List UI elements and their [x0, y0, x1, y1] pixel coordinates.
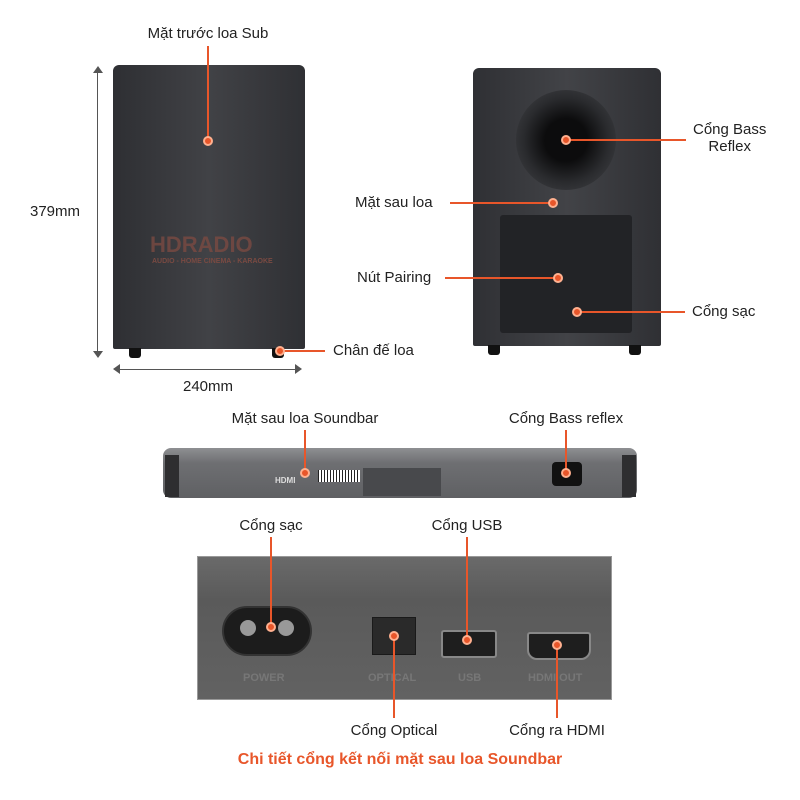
subwoofer-front — [113, 65, 305, 349]
sub-foot — [629, 345, 641, 355]
callout-line — [281, 350, 325, 352]
sub-foot — [488, 345, 500, 355]
watermark-logo: HDRADIO — [150, 232, 253, 257]
print-usb: USB — [458, 672, 482, 684]
callout-line — [304, 430, 306, 473]
callout-line — [577, 311, 685, 313]
power-port — [222, 606, 312, 656]
arrow-up-icon — [93, 66, 103, 73]
caption: Chi tiết cổng kết nối mặt sau loa Soundb… — [237, 751, 563, 768]
arrow-right-icon — [295, 364, 302, 374]
callout-dot — [548, 198, 558, 208]
callout-line — [565, 430, 567, 473]
soundbar-grille-left — [165, 455, 179, 497]
soundbar-grille-right — [622, 455, 636, 497]
rear-panel — [500, 215, 632, 333]
callout-line — [566, 139, 686, 141]
callout-dot — [275, 346, 285, 356]
label-usb: Cổng USB — [431, 517, 503, 534]
label-height: 379mm — [30, 203, 81, 220]
callout-line — [445, 277, 558, 279]
callout-dot — [553, 273, 563, 283]
label-charging: Cổng sạc — [239, 517, 303, 534]
label-soundbar-rear: Mặt sau loa Soundbar — [231, 410, 379, 427]
callout-line — [466, 537, 468, 640]
label-pairing: Nút Pairing — [357, 269, 432, 286]
label-soundbar-bass-reflex: Cổng Bass reflex — [508, 410, 624, 427]
callout-dot — [203, 136, 213, 146]
callout-line — [207, 46, 209, 140]
label-hdmi-out: Cổng ra HDMI — [509, 722, 605, 739]
callout-line — [556, 645, 558, 718]
width-arrow — [115, 369, 300, 370]
soundbar-hdmi-logo: HDMI — [275, 476, 296, 485]
callout-dot — [300, 468, 310, 478]
callout-dot — [389, 631, 399, 641]
arrow-left-icon — [113, 364, 120, 374]
callout-dot — [462, 635, 472, 645]
callout-dot — [552, 640, 562, 650]
label-line: Reflex — [708, 138, 751, 155]
callout-dot — [561, 135, 571, 145]
height-arrow — [97, 68, 98, 356]
label-feet: Chân đế loa — [333, 342, 414, 359]
label-line: Cổng Bass — [693, 121, 767, 138]
label-charging-sub: Cổng sạc — [692, 303, 756, 320]
print-hdmi: HDMI OUT — [528, 672, 583, 684]
label-optical: Cổng Optical — [350, 722, 438, 739]
callout-dot — [561, 468, 571, 478]
callout-line — [270, 537, 272, 626]
label-sub-rear: Mặt sau loa — [355, 194, 433, 211]
print-optical: OPTICAL — [368, 672, 416, 684]
power-pin — [240, 620, 256, 636]
watermark-tagline: AUDIO - HOME CINEMA - KARAOKE — [152, 258, 273, 265]
callout-dot — [266, 622, 276, 632]
callout-line — [450, 202, 553, 204]
power-pin — [278, 620, 294, 636]
port-recess — [363, 468, 441, 496]
barcode-label — [318, 470, 360, 482]
print-power: POWER — [243, 672, 285, 684]
label-width: 240mm — [182, 378, 234, 395]
label-sub-front: Mặt trước loa Sub — [147, 25, 269, 42]
callout-line — [393, 636, 395, 718]
arrow-down-icon — [93, 351, 103, 358]
callout-dot — [572, 307, 582, 317]
sub-foot — [129, 348, 141, 358]
